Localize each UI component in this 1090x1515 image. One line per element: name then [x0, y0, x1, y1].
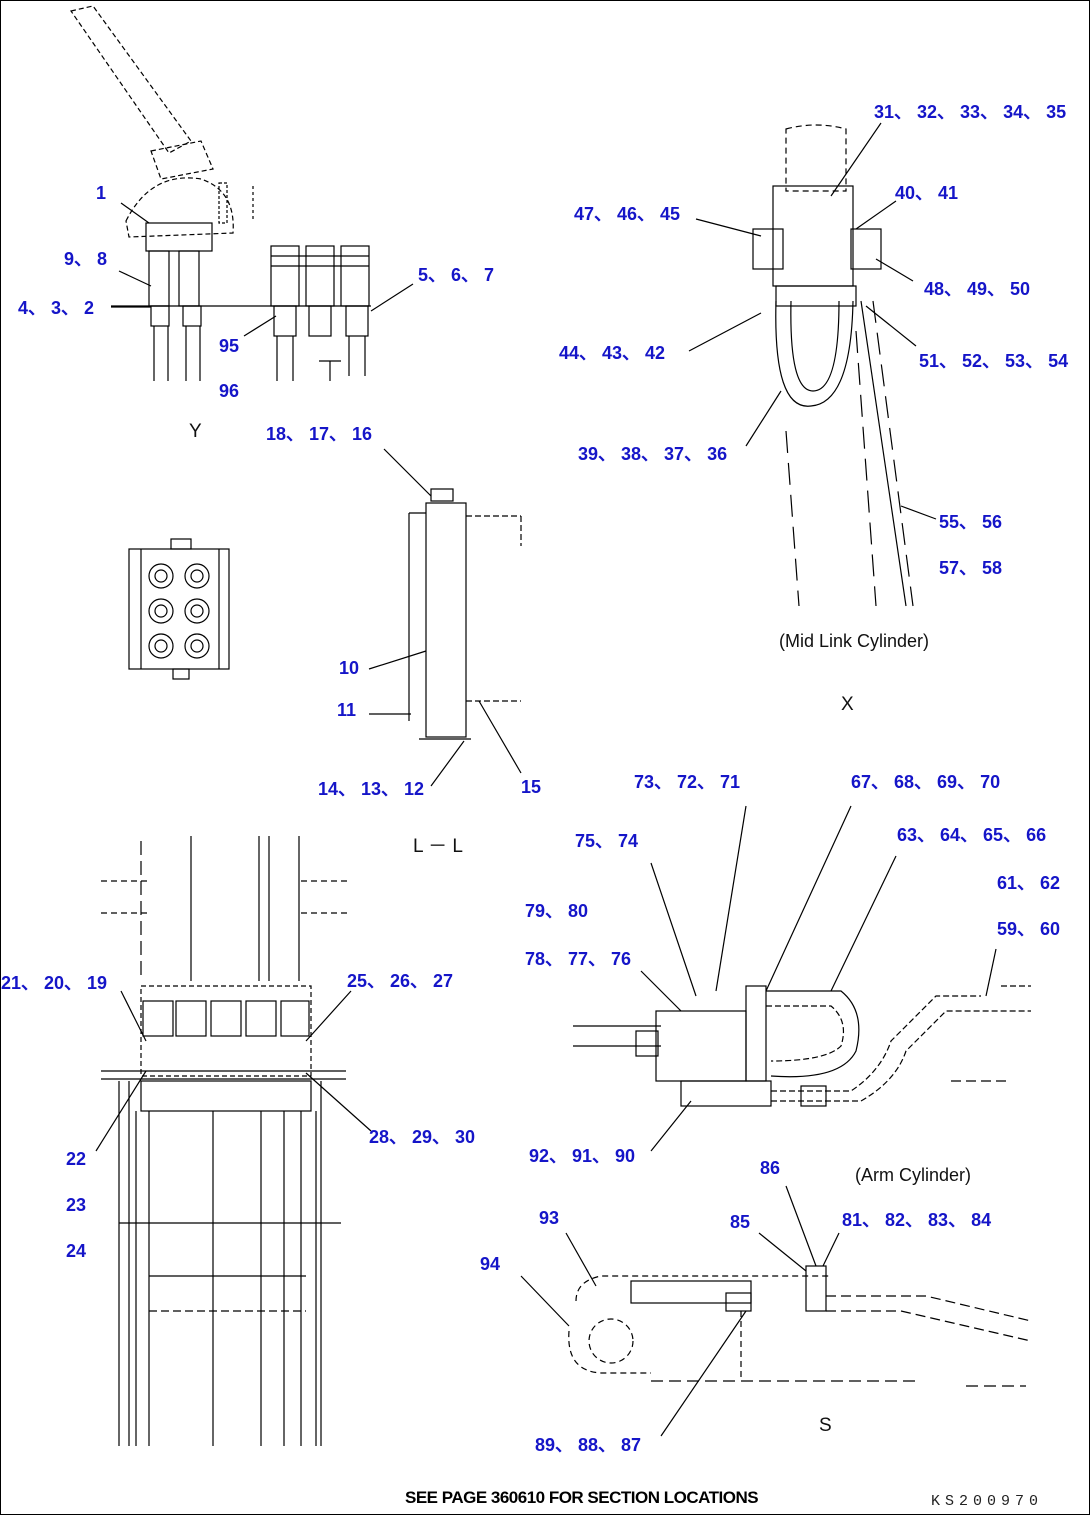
callout-61-62: 61、 62 [997, 873, 1061, 893]
view-label-ll: L － L [413, 836, 463, 857]
callout-79-80: 79、 80 [525, 901, 589, 921]
callout-5-6-7: 5、 6、 7 [418, 265, 495, 285]
callout-51-54: 51、 52、 53、 54 [919, 351, 1069, 371]
callout-18-17-16: 18、 17、 16 [266, 424, 373, 444]
callout-39-36: 39、 38、 37、 36 [578, 444, 728, 464]
view-s-drawing [520, 1185, 1032, 1437]
callout-93: 93 [539, 1208, 560, 1228]
arm-cylinder-drawing [573, 805, 1031, 1152]
view-label-s: S [819, 1415, 832, 1436]
callout-55-56: 55、 56 [939, 512, 1003, 532]
view-x-drawing [688, 122, 937, 607]
callout-14-13-12: 14、 13、 12 [318, 779, 425, 799]
callout-78-76: 78、 77、 76 [525, 949, 632, 969]
callout-48-50: 48、 49、 50 [924, 279, 1031, 299]
section-locations-note: SEE PAGE 360610 FOR SECTION LOCATIONS [405, 1488, 759, 1507]
valve-front-drawing [128, 538, 230, 680]
callout-81-84: 81、 82、 83、 84 [842, 1210, 992, 1230]
caption-mid-link-cylinder: (Mid Link Cylinder) [779, 631, 930, 651]
callout-73-71: 73、 72、 71 [634, 772, 741, 792]
callout-63-66: 63、 64、 65、 66 [897, 825, 1047, 845]
view-label-y: Y [189, 421, 202, 442]
callout-21-19: 21、 20、 19 [1, 973, 108, 993]
callout-4-3-2: 4、 3、 2 [18, 298, 95, 318]
callout-86: 86 [760, 1158, 781, 1178]
callout-75-74: 75、 74 [575, 831, 639, 851]
callout-67-70: 67、 68、 69、 70 [851, 772, 1001, 792]
callout-44-42: 44、 43、 42 [559, 343, 666, 363]
callout-57-58: 57、 58 [939, 558, 1003, 578]
callout-47-46-45: 47、 46、 45 [574, 204, 681, 224]
callout-25-27: 25、 26、 27 [347, 971, 454, 991]
callout-40-41: 40、 41 [895, 183, 959, 203]
callout-94: 94 [480, 1254, 501, 1274]
caption-arm-cylinder: (Arm Cylinder) [855, 1165, 972, 1185]
callout-22: 22 [66, 1149, 87, 1169]
view-ll-drawing [368, 448, 522, 787]
callout-1: 1 [96, 183, 107, 203]
control-block-drawing [95, 836, 372, 1446]
callout-85: 85 [730, 1212, 751, 1232]
callout-95: 95 [219, 336, 240, 356]
callout-9-8: 9、 8 [64, 249, 108, 269]
view-label-x: X [841, 694, 854, 715]
view-y-drawing [70, 5, 414, 381]
callout-28-30: 28、 29、 30 [369, 1127, 476, 1147]
callout-23: 23 [66, 1195, 87, 1215]
callout-96: 96 [219, 381, 240, 401]
callout-15: 15 [521, 777, 542, 797]
callout-10: 10 [339, 658, 360, 678]
callout-89-87: 89、 88、 87 [535, 1435, 642, 1455]
callout-59-60: 59、 60 [997, 919, 1061, 939]
callout-24: 24 [66, 1241, 87, 1261]
drawing-number: KS200970 [931, 1493, 1044, 1510]
callout-31-35: 31、 32、 33、 34、 35 [874, 102, 1067, 122]
callout-11: 11 [337, 700, 357, 720]
callout-92-90: 92、 91、 90 [529, 1146, 636, 1166]
